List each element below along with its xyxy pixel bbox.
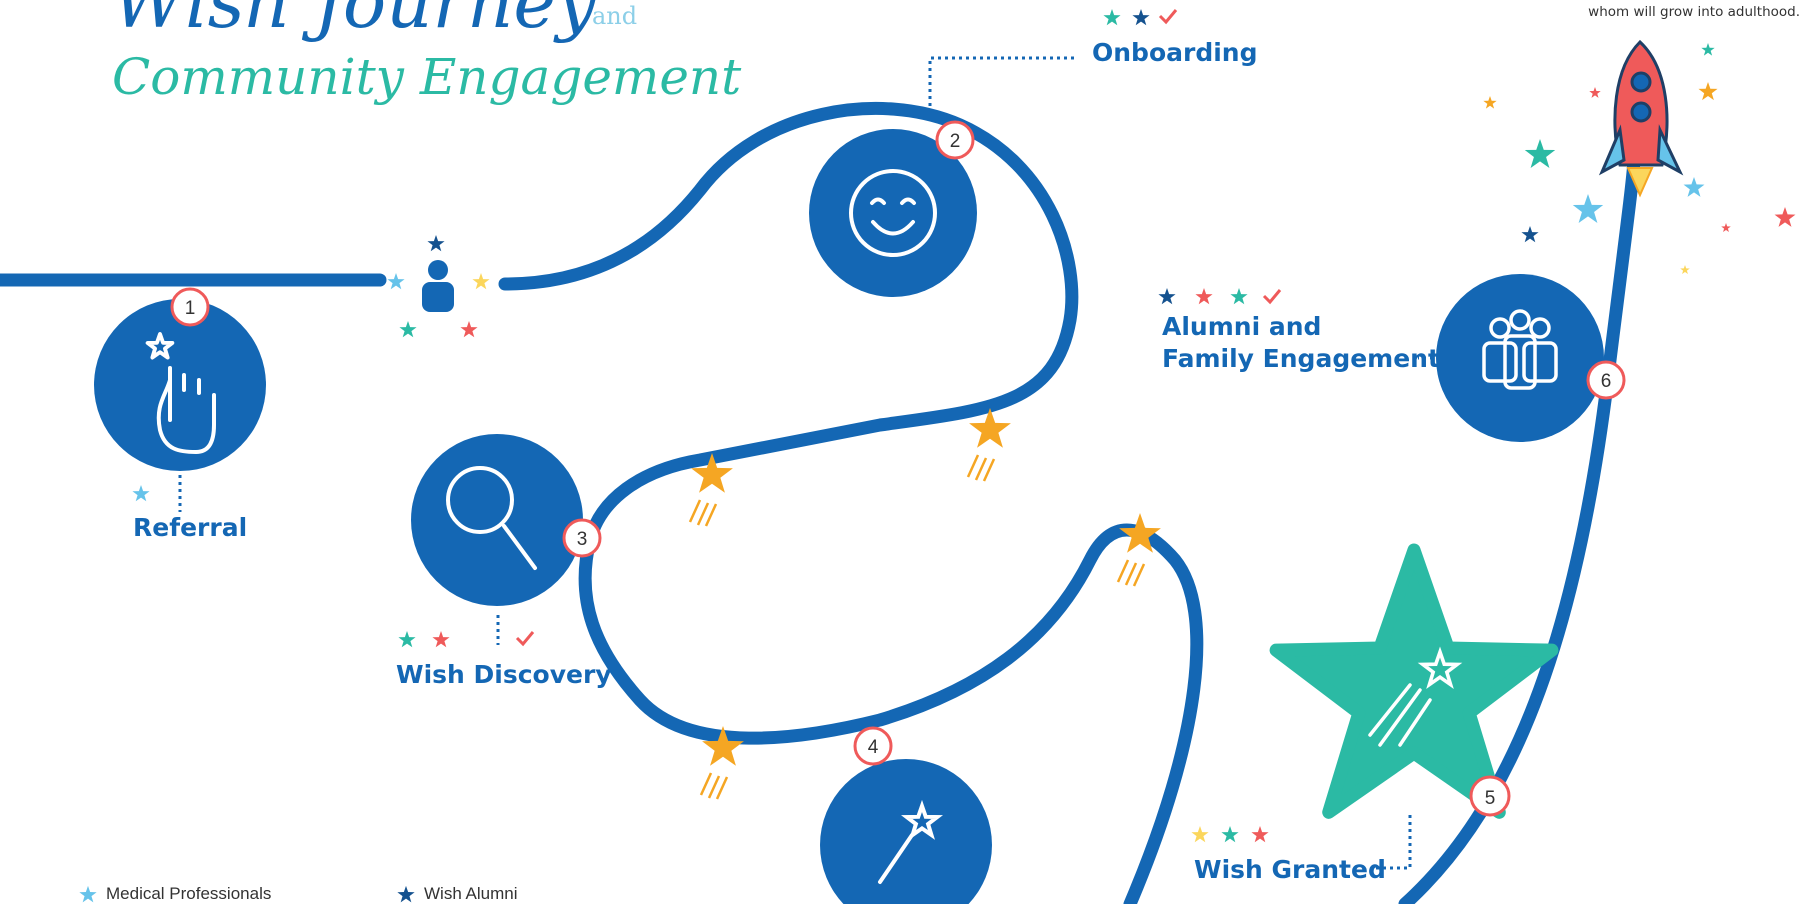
person-icon xyxy=(422,260,454,312)
legend-label-medical: Medical Professionals xyxy=(106,884,272,903)
step-2-onboarding: 2 xyxy=(809,120,977,297)
step-1-referral: 1 xyxy=(94,287,266,471)
step-6-number: 6 xyxy=(1601,371,1612,392)
decorative-stars xyxy=(132,9,1796,843)
hand-star-icon xyxy=(145,332,216,454)
legend-item-medical: Medical Professionals xyxy=(78,884,271,905)
path-stars xyxy=(688,408,1161,800)
label-wish-granted: Wish Granted xyxy=(1194,855,1386,884)
title-line-2: Community Engagement xyxy=(112,48,742,106)
label-referral: Referral xyxy=(133,513,248,542)
magic-wand-icon xyxy=(878,806,937,884)
medical-star-icon xyxy=(79,885,97,902)
smiley-icon xyxy=(849,169,937,257)
step-1-number: 1 xyxy=(185,298,196,319)
step-4-number: 4 xyxy=(868,737,879,758)
rocket-icon xyxy=(1598,39,1684,198)
note-text: whom will grow into adulthood. xyxy=(1588,4,1800,20)
title-line-1: Wish Journey xyxy=(112,0,597,44)
step-5-number: 5 xyxy=(1485,788,1496,809)
alumni-star-icon xyxy=(397,885,415,902)
shooting-star-icon xyxy=(1368,650,1459,747)
legend-label-alumni: Wish Alumni xyxy=(424,884,518,903)
step-4-wish-magic: 4 xyxy=(820,726,992,904)
step-6-alumni-family: 6 xyxy=(1436,274,1626,442)
title-and: and xyxy=(592,2,638,30)
label-alumni-line-1: Alumni and xyxy=(1162,312,1322,341)
group-icon xyxy=(1482,309,1558,390)
step-2-number: 2 xyxy=(950,131,961,152)
magnifier-icon xyxy=(446,466,537,570)
label-onboarding: Onboarding xyxy=(1092,38,1258,67)
step-3-number: 3 xyxy=(577,529,588,550)
legend-item-alumni: Wish Alumni xyxy=(396,884,518,905)
step-3-wish-discovery: 3 xyxy=(411,434,602,606)
label-wish-discovery: Wish Discovery xyxy=(396,660,612,689)
connectors xyxy=(178,56,1440,870)
label-alumni-line-2: Family Engagement xyxy=(1162,344,1440,373)
step-5-wish-granted: 5 xyxy=(1276,550,1552,815)
